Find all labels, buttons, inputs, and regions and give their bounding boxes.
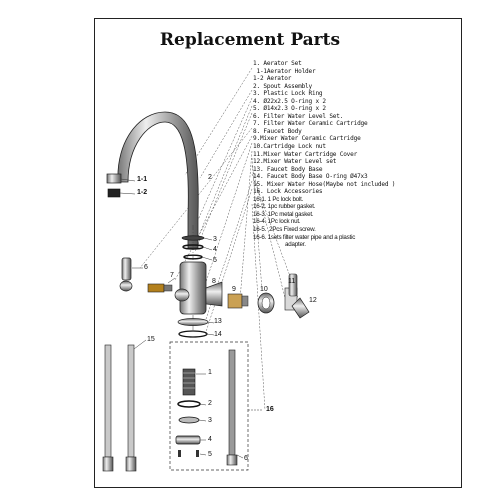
filter-water-lever [119, 257, 176, 293]
lock-parts-item: 16-4. 1Pc lock nut. [253, 218, 301, 226]
callout-lock-6: 6 [244, 455, 248, 462]
callout-lock-5: 5 [208, 451, 212, 458]
faucet-body [174, 261, 223, 315]
callout-lock-3: 3 [208, 417, 212, 424]
parts-list-item: 9.Mixer Water Ceramic Cartridge [253, 135, 361, 143]
parts-list-item: 3. Plastic Lock Ring [253, 90, 323, 98]
callout-lock-4: 4 [208, 436, 212, 443]
mixer-cartridge-group [227, 273, 310, 319]
spout-assembly [117, 111, 199, 249]
lock-parts-item: adapter. [285, 241, 306, 249]
callout-lock-1: 1 [208, 369, 212, 376]
callout-5: 5 [213, 257, 217, 264]
callout-14: 14 [214, 331, 222, 338]
aerator-set [106, 173, 136, 198]
parts-list-item: 7. Filter Water Ceramic Cartridge [253, 120, 368, 128]
parts-list-item: 8. Faucet Body [253, 127, 302, 135]
lock-parts-item: 16-6. 1sets filter water pipe and a plas… [253, 233, 356, 241]
callout-13: 13 [214, 318, 222, 325]
parts-list-item: 12.Mixer Water Level set [253, 158, 337, 166]
parts-list-item: 4. Ø22x2.5 O-ring x 2 [253, 97, 326, 105]
callout-6: 6 [144, 264, 148, 271]
callout-1-2: 1-2 [137, 189, 148, 196]
callout-15: 15 [147, 336, 155, 343]
parts-list-item: 1-2 Aerator [253, 75, 292, 83]
parts-list-item: 2. Spout Assembly [253, 82, 312, 90]
page-border [94, 18, 462, 488]
lock-parts-item: 16-1. 1 Pc lock bolt. [253, 195, 304, 203]
parts-list-item: 10.Cartridge Lock nut [253, 143, 326, 151]
callout-11: 11 [288, 278, 296, 285]
lock-parts-item: 16-2. 1pc rubber gasket. [253, 203, 316, 211]
mixer-water-hoses [102, 339, 147, 472]
callout-3: 3 [213, 236, 217, 243]
callout-8: 8 [212, 278, 216, 285]
lock-parts-item: 16-3. 1Pc metal gasket. [253, 210, 314, 218]
lock-parts-item: 16-5. 2Pcs Fixed screw. [253, 226, 316, 234]
parts-list-item: 6. Filter Water Level Set. [253, 112, 344, 120]
callout-lock-2: 2 [208, 400, 212, 407]
callout-4: 4 [213, 246, 217, 253]
parts-list: 1. Aerator Set 1-1Aerator Holder 1-2 Aer… [253, 60, 463, 249]
parts-list-item: 5. Ø14x2.3 O-ring x 2 [253, 105, 326, 113]
callout-10: 10 [260, 286, 268, 293]
parts-list-item: 13. Faucet Body Base [253, 165, 323, 173]
parts-list-item: 14. Faucet Body Base O-ring Ø47x3 [253, 173, 368, 181]
parts-list-item: 16. Lock Accessories [253, 188, 323, 196]
parts-list-item: 15. Mixer Water Hose(Maybe not included … [253, 180, 396, 188]
page-title: Replacement Parts [159, 30, 341, 50]
callout-12: 12 [309, 297, 317, 304]
callout-7: 7 [170, 272, 174, 279]
lock-accessories-box [169, 341, 262, 471]
callout-2: 2 [208, 174, 212, 181]
parts-list-item: 11.Mixer Water Cartridge Cover [253, 150, 358, 158]
parts-list-item: 1-1Aerator Holder [253, 67, 316, 75]
callout-1-1: 1-1 [137, 176, 148, 183]
faucet-base [177, 318, 215, 338]
parts-list-item: 1. Aerator Set [253, 60, 302, 67]
callout-9: 9 [232, 286, 236, 293]
callout-16: 16 [266, 406, 274, 413]
spout-rings [181, 235, 213, 261]
